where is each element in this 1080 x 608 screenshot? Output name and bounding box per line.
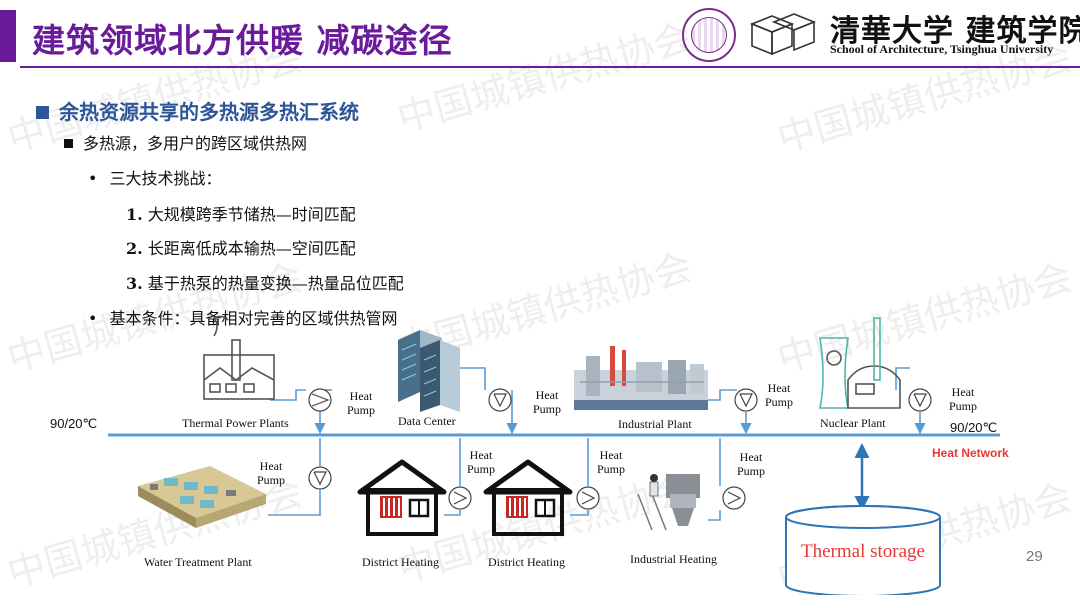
label-industrial-plant: Industrial Plant bbox=[618, 417, 692, 431]
heat-pump-icon bbox=[576, 486, 600, 510]
supply-return-temperature-left: 90/20℃ bbox=[50, 416, 98, 431]
industrial-heating-icon bbox=[637, 474, 700, 531]
industrial-plant-icon bbox=[574, 346, 708, 410]
header-divider bbox=[20, 66, 1080, 68]
challenge-item: 1. 大规模跨季节储热—时间匹配 bbox=[126, 205, 356, 224]
heat-pump-icon bbox=[488, 388, 512, 412]
nuclear-plant-icon bbox=[819, 317, 901, 409]
label-nuclear-plant: Nuclear Plant bbox=[820, 416, 886, 430]
page-number: 29 bbox=[1026, 548, 1043, 565]
heat-network-label: Heat Network bbox=[932, 446, 1009, 460]
data-center-icon bbox=[398, 330, 460, 412]
label-water-treatment-plant: Water Treatment Plant bbox=[144, 555, 252, 569]
title-accent-bar bbox=[0, 10, 16, 62]
house-icon bbox=[357, 459, 447, 536]
label-thermal-power-plants: Thermal Power Plants bbox=[182, 416, 289, 430]
school-name-chinese: 清華大学 建筑学院 bbox=[830, 14, 1080, 49]
heat-pump-icon bbox=[908, 388, 932, 412]
school-name-english: School of Architecture, Tsinghua Univers… bbox=[830, 42, 1054, 56]
supply-return-temperature-right: 90/20℃ bbox=[950, 420, 998, 435]
dot-bullet-icon: • bbox=[88, 309, 98, 328]
label-district-heating: District Heating bbox=[488, 555, 565, 569]
heat-pump-icon bbox=[722, 486, 746, 510]
thermal-storage-tank-icon bbox=[785, 505, 941, 595]
university-seal-icon bbox=[682, 8, 736, 62]
heat-pump-icon bbox=[308, 466, 332, 490]
thermal-storage-label: Thermal storage bbox=[801, 541, 925, 562]
bullet-condition: •基本条件：具备相对完善的区域供热管网 bbox=[88, 309, 398, 328]
square-bullet-icon bbox=[36, 106, 49, 119]
heat-pump-icon bbox=[308, 388, 332, 412]
dot-bullet-icon: • bbox=[88, 169, 98, 188]
water-treatment-plant-icon bbox=[138, 466, 266, 528]
label-district-heating: District Heating bbox=[362, 555, 439, 569]
bullet-level1: 多热源，多用户的跨区域供热网 bbox=[64, 130, 307, 154]
challenge-item: 2. 长距离低成本输热—空间匹配 bbox=[126, 239, 356, 258]
heat-pump-icon bbox=[734, 388, 758, 412]
section-heading: 余热资源共享的多热源多热汇系统 bbox=[36, 96, 359, 125]
slide-title: 建筑领域北方供暖 减碳途径 bbox=[32, 21, 453, 60]
square-bullet-icon bbox=[64, 139, 73, 148]
thermal-power-plant-icon bbox=[203, 315, 275, 400]
label-industrial-heating: Industrial Heating bbox=[630, 552, 717, 566]
challenge-item: 3. 基于热泵的热量变换—热量品位匹配 bbox=[126, 274, 404, 293]
architecture-cube-logo-icon bbox=[749, 13, 817, 56]
bullet-challenges-heading: •三大技术挑战： bbox=[88, 169, 222, 188]
label-data-center: Data Center bbox=[398, 414, 456, 428]
heat-pump-icon bbox=[448, 486, 472, 510]
house-icon bbox=[483, 459, 573, 536]
